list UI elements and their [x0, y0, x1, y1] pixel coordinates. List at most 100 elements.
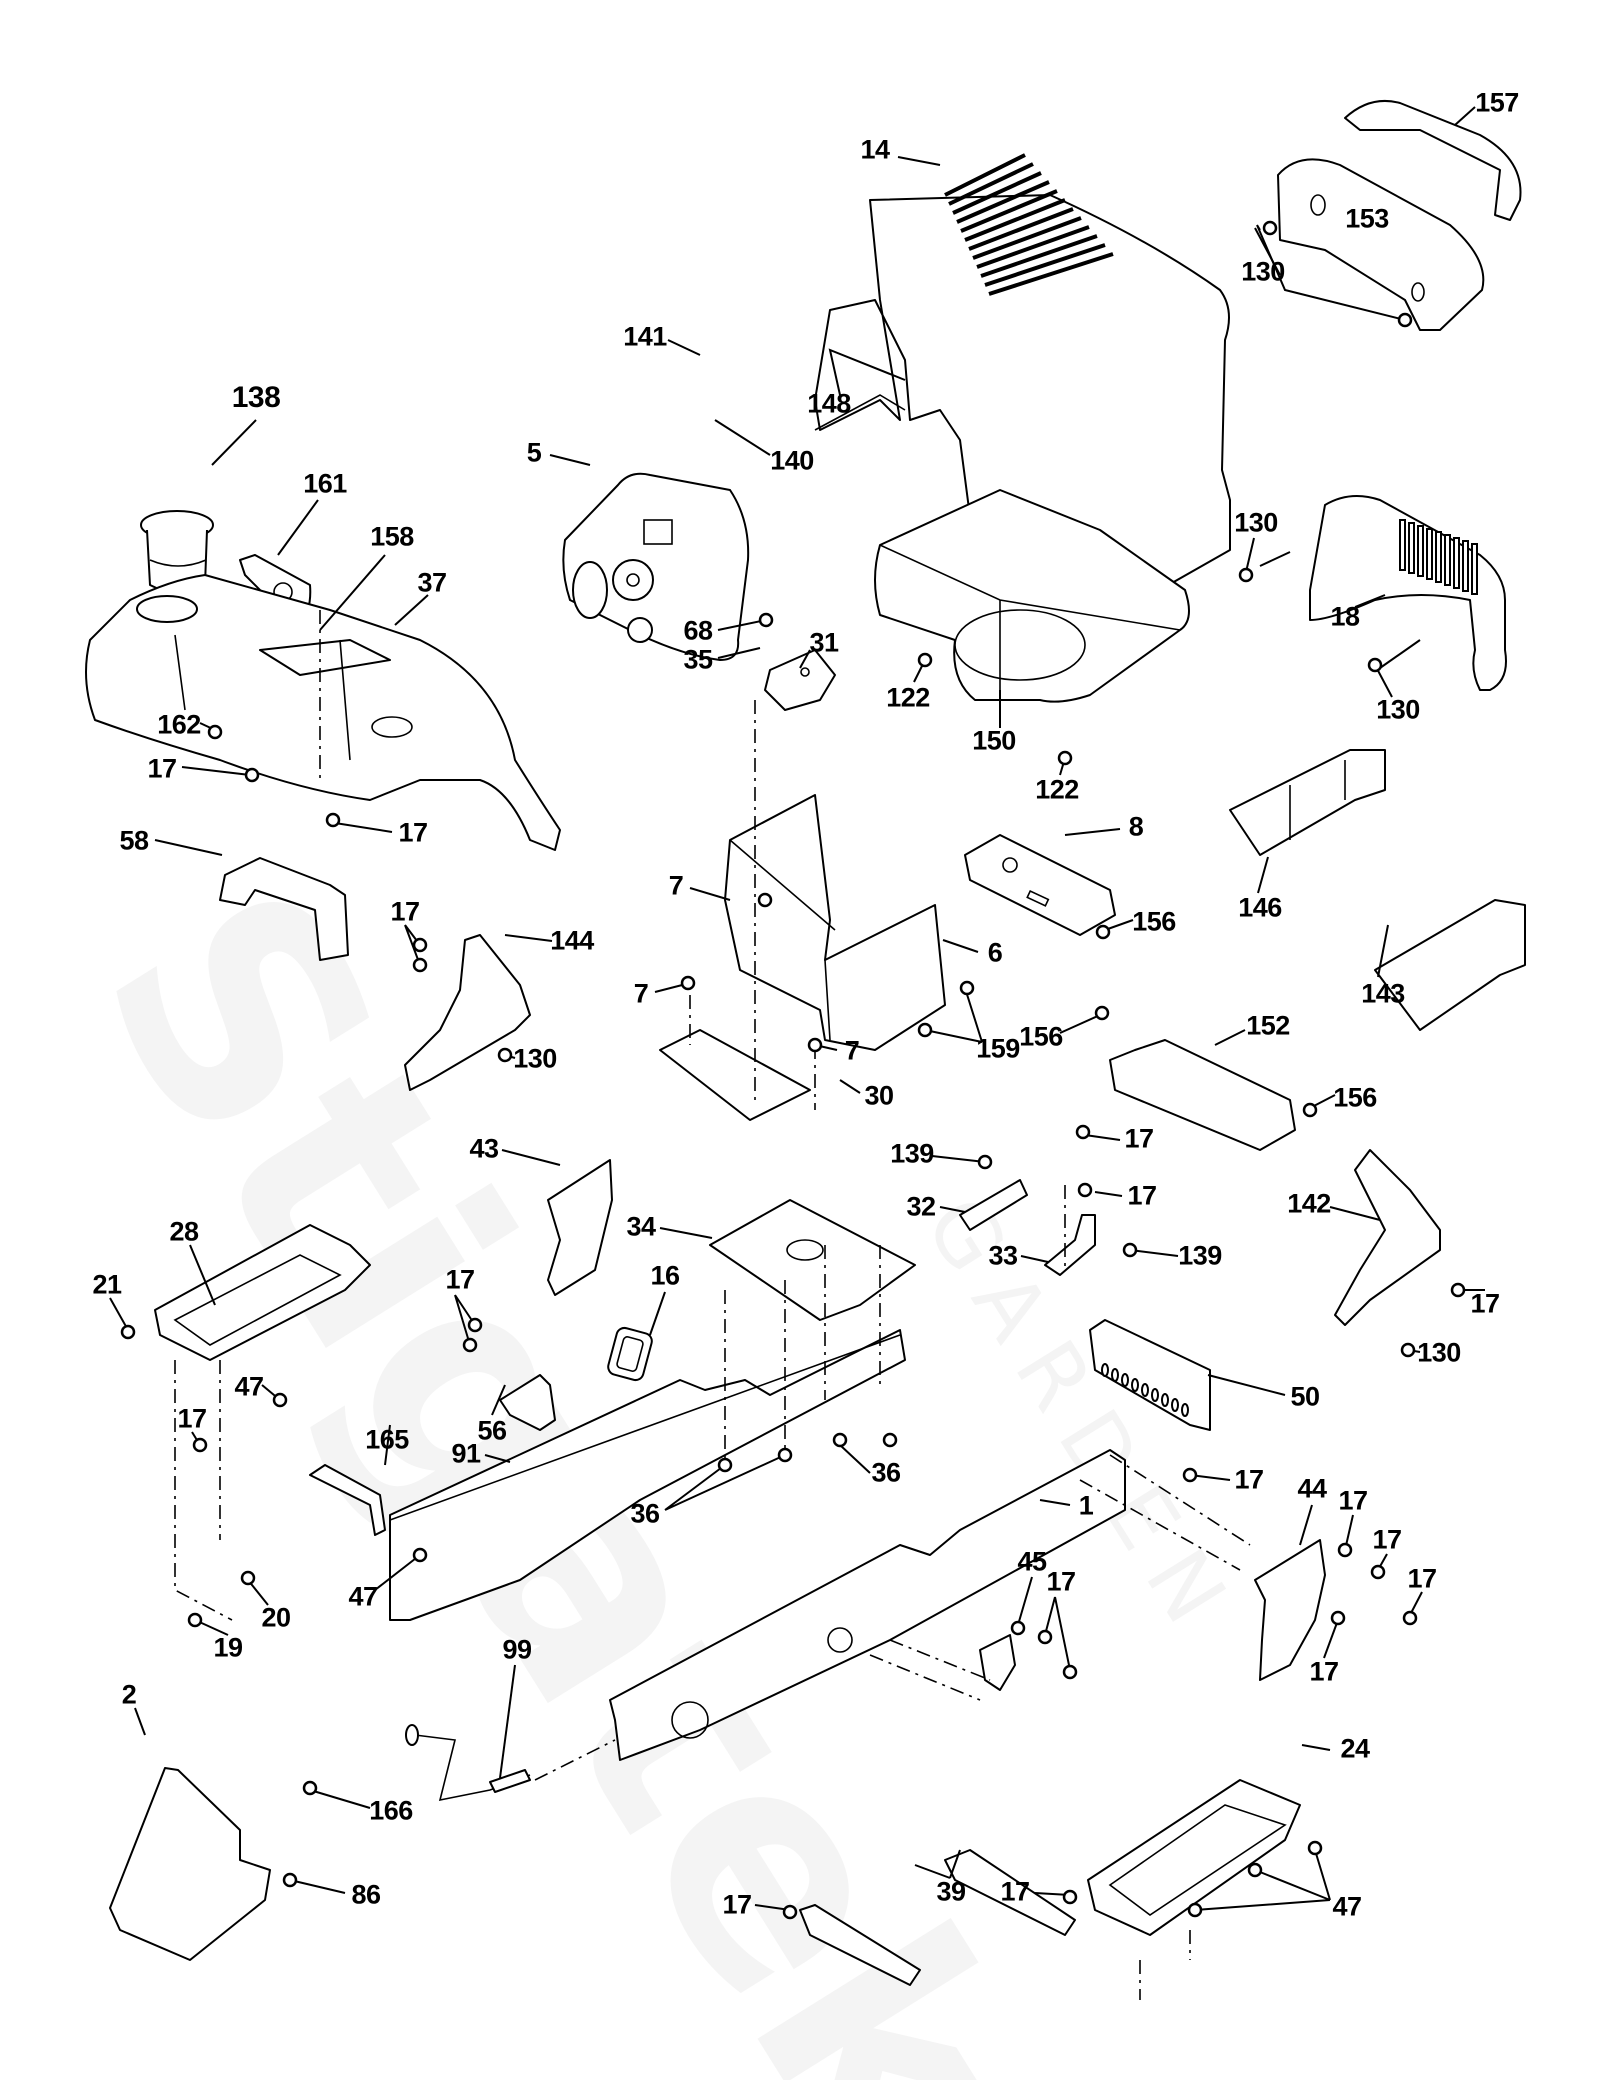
callout-17[interactable]: 17	[1234, 1464, 1264, 1495]
callout-17[interactable]: 17	[1372, 1524, 1402, 1555]
callout-56[interactable]: 56	[477, 1415, 507, 1446]
callout-47[interactable]: 47	[1332, 1891, 1362, 1922]
callout-130[interactable]: 130	[1376, 694, 1420, 725]
part-bracket-32[interactable]	[959, 1179, 1028, 1231]
callout-166[interactable]: 166	[369, 1795, 413, 1826]
callout-156[interactable]: 156	[1019, 1021, 1063, 1052]
callout-16[interactable]: 16	[650, 1260, 680, 1291]
callout-7[interactable]: 7	[668, 870, 684, 901]
callout-130[interactable]: 130	[1234, 507, 1278, 538]
part-frame-rail-91[interactable]	[389, 1329, 906, 1621]
callout-17[interactable]: 17	[147, 753, 177, 784]
callout-45[interactable]: 45	[1017, 1546, 1047, 1577]
callout-141[interactable]: 141	[623, 321, 667, 352]
callout-47[interactable]: 47	[234, 1371, 264, 1402]
callout-143[interactable]: 143	[1361, 978, 1405, 1009]
callout-158[interactable]: 158	[370, 521, 414, 552]
callout-130[interactable]: 130	[1417, 1337, 1461, 1368]
callout-17[interactable]: 17	[1046, 1566, 1076, 1597]
part-bracket-142[interactable]	[1334, 1149, 1441, 1326]
part-152[interactable]	[1109, 1039, 1296, 1151]
part-footrest-28[interactable]	[154, 1224, 371, 1361]
callout-39[interactable]: 39	[936, 1876, 966, 1907]
callout-17[interactable]: 17	[445, 1264, 475, 1295]
part-bracket-144[interactable]	[404, 934, 531, 1091]
callout-32[interactable]: 32	[906, 1191, 936, 1222]
part-bracket-39b[interactable]	[944, 1849, 1076, 1936]
callout-91[interactable]: 91	[451, 1438, 481, 1469]
callout-7[interactable]: 7	[844, 1035, 860, 1066]
part-footrest-24[interactable]	[1087, 1779, 1301, 1936]
part-143[interactable]	[1374, 899, 1526, 1031]
part-8[interactable]	[964, 834, 1116, 936]
callout-28[interactable]: 28	[169, 1216, 199, 1247]
callout-1[interactable]: 1	[1078, 1490, 1094, 1521]
callout-130[interactable]: 130	[513, 1043, 557, 1074]
callout-139[interactable]: 139	[1178, 1240, 1222, 1271]
part-crank-99[interactable]	[405, 1724, 531, 1802]
callout-142[interactable]: 142	[1287, 1188, 1331, 1219]
callout-139[interactable]: 139	[890, 1138, 934, 1169]
callout-6[interactable]: 6	[987, 937, 1003, 968]
callout-50[interactable]: 50	[1290, 1381, 1320, 1412]
callout-17[interactable]: 17	[1407, 1563, 1437, 1594]
callout-37[interactable]: 37	[417, 567, 447, 598]
callout-146[interactable]: 146	[1238, 892, 1282, 923]
callout-31[interactable]: 31	[809, 627, 839, 658]
callout-156[interactable]: 156	[1333, 1082, 1377, 1113]
part-bracket-165[interactable]	[309, 1464, 386, 1536]
part-plate-2[interactable]	[109, 1767, 271, 1961]
callout-18[interactable]: 18	[1330, 601, 1360, 632]
callout-21[interactable]: 21	[92, 1269, 122, 1300]
callout-152[interactable]: 152	[1246, 1010, 1290, 1041]
callout-162[interactable]: 162	[157, 709, 201, 740]
callout-30[interactable]: 30	[864, 1080, 894, 1111]
callout-17[interactable]: 17	[177, 1403, 207, 1434]
part-fender[interactable]	[85, 574, 561, 851]
callout-24[interactable]: 24	[1340, 1733, 1370, 1764]
part-dash-panel[interactable]	[562, 472, 750, 661]
callout-150[interactable]: 150	[972, 725, 1016, 756]
callout-33[interactable]: 33	[988, 1240, 1018, 1271]
part-grommet-16[interactable]	[606, 1326, 653, 1382]
part-cover-157[interactable]	[1344, 99, 1522, 221]
callout-122[interactable]: 122	[886, 682, 930, 713]
callout-47[interactable]: 47	[348, 1581, 378, 1612]
callout-138[interactable]: 138	[231, 381, 281, 414]
callout-17[interactable]: 17	[1338, 1485, 1368, 1516]
callout-8[interactable]: 8	[1128, 811, 1144, 842]
callout-20[interactable]: 20	[261, 1602, 291, 1633]
part-seat-support[interactable]	[724, 794, 946, 1051]
callout-14[interactable]: 14	[860, 134, 890, 165]
callout-17[interactable]: 17	[1124, 1123, 1154, 1154]
callout-7[interactable]: 7	[633, 978, 649, 1009]
callout-99[interactable]: 99	[502, 1634, 532, 1665]
callout-35[interactable]: 35	[683, 644, 713, 675]
callout-17[interactable]: 17	[1470, 1288, 1500, 1319]
callout-157[interactable]: 157	[1475, 87, 1519, 118]
callout-44[interactable]: 44	[1297, 1473, 1327, 1504]
part-hood[interactable]	[814, 153, 1231, 601]
callout-34[interactable]: 34	[626, 1211, 656, 1242]
callout-122[interactable]: 122	[1035, 774, 1079, 805]
callout-17[interactable]: 17	[390, 896, 420, 927]
callout-17[interactable]: 17	[1127, 1180, 1157, 1211]
part-bracket-39[interactable]	[799, 1904, 921, 1986]
callout-58[interactable]: 58	[119, 825, 149, 856]
part-bracket-44[interactable]	[1254, 1539, 1326, 1681]
part-bracket-56[interactable]	[499, 1374, 556, 1431]
callout-19[interactable]: 19	[213, 1632, 243, 1663]
callout-68[interactable]: 68	[683, 615, 713, 646]
part-bracket-31[interactable]	[764, 649, 836, 711]
callout-17[interactable]: 17	[398, 817, 428, 848]
callout-36[interactable]: 36	[630, 1498, 660, 1529]
callout-86[interactable]: 86	[351, 1879, 381, 1910]
callout-17[interactable]: 17	[1000, 1876, 1030, 1907]
part-146[interactable]	[1229, 749, 1386, 856]
part-cover-153[interactable]	[1277, 158, 1485, 331]
callout-17[interactable]: 17	[1309, 1656, 1339, 1687]
callout-153[interactable]: 153	[1345, 203, 1389, 234]
callout-159[interactable]: 159	[976, 1033, 1020, 1064]
part-bracket-45[interactable]	[979, 1634, 1016, 1691]
part-plate-30[interactable]	[659, 1029, 811, 1121]
